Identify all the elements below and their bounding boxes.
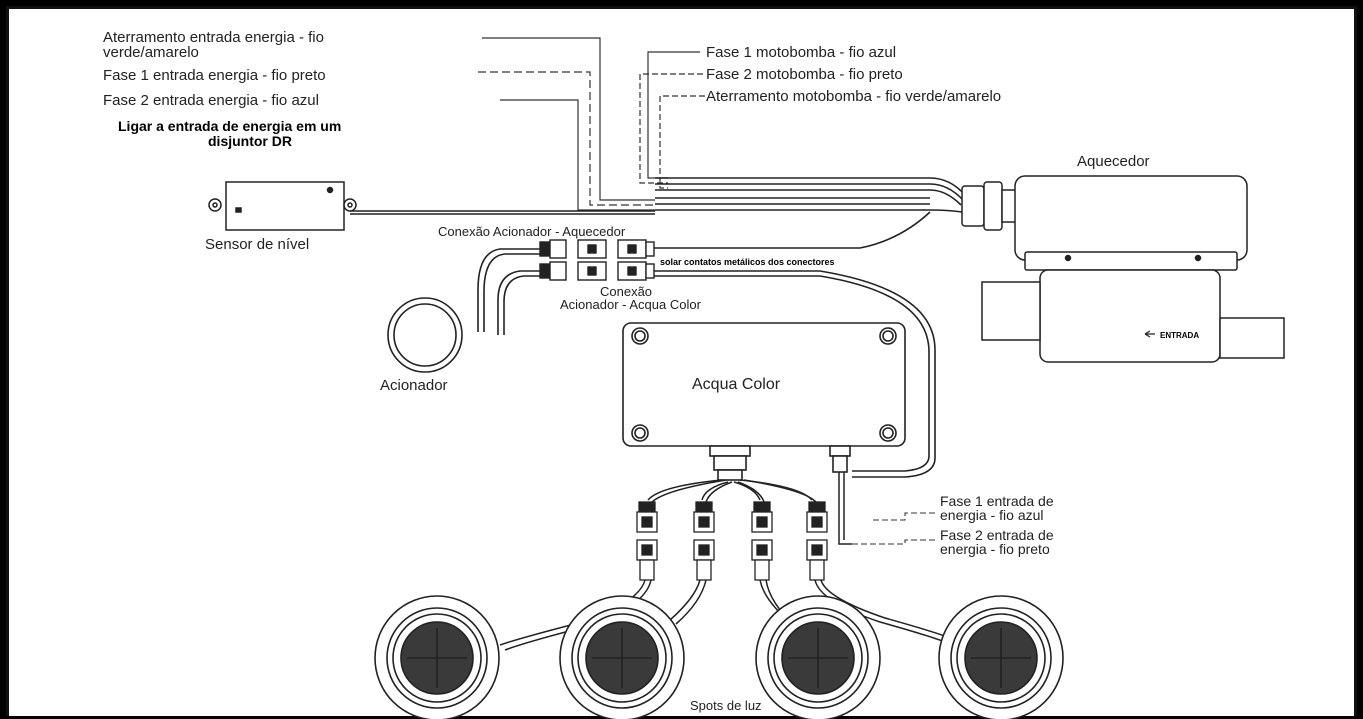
acqua-color-box bbox=[622, 322, 906, 481]
label-spots: Spots de luz bbox=[690, 698, 762, 713]
label-dr-note-2: disjuntor DR bbox=[208, 133, 292, 149]
actuator bbox=[387, 297, 463, 373]
leader-phase2-in bbox=[500, 99, 655, 211]
label-ground-in-1: Aterramento entrada energia - fio bbox=[103, 29, 324, 46]
label-ground-in-2: verde/amarelo bbox=[103, 44, 199, 61]
label-level-sensor: Sensor de nível bbox=[205, 236, 309, 253]
spot-light bbox=[938, 595, 1064, 719]
label-dr-note-1: Ligar a entrada de energia em um bbox=[118, 118, 341, 134]
leader-ground-in bbox=[482, 37, 655, 201]
heater bbox=[981, 175, 1285, 363]
label-conn-acqua-1: Conexão bbox=[600, 284, 652, 299]
leader-pump-phase1 bbox=[647, 51, 700, 179]
label-pump-phase2: Fase 2 motobomba - fio preto bbox=[706, 66, 903, 83]
connector-acqua bbox=[539, 261, 655, 281]
label-pump-ground: Aterramento motobomba - fio verde/amarel… bbox=[706, 88, 1001, 105]
leader-pump-phase2 bbox=[639, 73, 703, 184]
label-solder-note: solar contatos metálicos dos conectores bbox=[660, 257, 835, 267]
label-ac-phase1-1: Fase 1 entrada de bbox=[940, 493, 1054, 509]
label-ac-phase2-2: energia - fio preto bbox=[940, 541, 1050, 557]
label-ac-phase2-1: Fase 2 entrada de bbox=[940, 527, 1054, 543]
label-phase1-in: Fase 1 entrada energia - fio preto bbox=[103, 67, 326, 84]
spot-light bbox=[374, 595, 500, 719]
label-pump-phase1: Fase 1 motobomba - fio azul bbox=[706, 44, 896, 61]
leader-phase1-in bbox=[478, 71, 655, 206]
label-acqua-color: Acqua Color bbox=[692, 376, 781, 393]
spot-connectors bbox=[636, 501, 828, 581]
level-sensor bbox=[208, 181, 357, 231]
label-conn-heater: Conexão Acionador - Aquecedor bbox=[438, 224, 626, 239]
label-actuator: Acionador bbox=[380, 377, 448, 394]
leader-pump-ground bbox=[659, 95, 705, 189]
label-ac-phase1-2: energia - fio azul bbox=[940, 507, 1044, 523]
label-inlet: ENTRADA bbox=[1160, 331, 1199, 340]
label-phase2-in: Fase 2 entrada energia - fio azul bbox=[103, 92, 319, 109]
label-heater: Aquecedor bbox=[1077, 153, 1150, 170]
connector-heater bbox=[539, 239, 655, 259]
label-conn-acqua-2: Acionador - Acqua Color bbox=[560, 297, 702, 312]
cable-gland bbox=[961, 181, 1019, 231]
cable-bundle bbox=[655, 177, 966, 196]
spot-light bbox=[755, 595, 881, 719]
spot-light bbox=[559, 595, 685, 719]
